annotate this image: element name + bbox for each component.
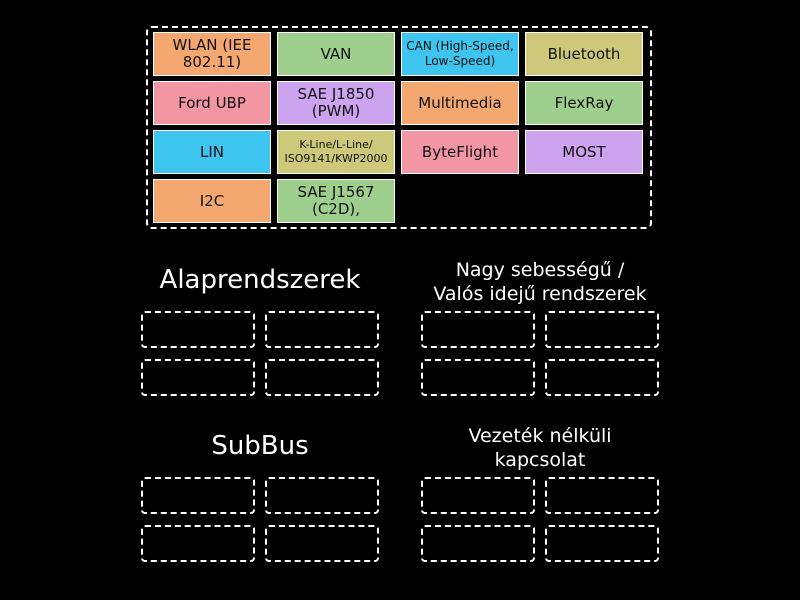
drop-slot-nagy-sebessegu-4[interactable] <box>545 359 659 396</box>
drop-slot-nagy-sebessegu-3[interactable] <box>421 359 535 396</box>
tile-byteflight[interactable]: ByteFlight <box>401 130 519 174</box>
drop-slot-vezetek-nelkuli-3[interactable] <box>421 525 535 562</box>
answer-pool <box>146 26 652 229</box>
tile-ford-ubp[interactable]: Ford UBP <box>153 81 271 125</box>
tile-k-line[interactable]: K-Line/L-Line/ ISO9141/KWP2000 <box>277 130 395 174</box>
tile-multimedia[interactable]: Multimedia <box>401 81 519 125</box>
drop-slot-subbus-4[interactable] <box>265 525 379 562</box>
drop-slot-vezetek-nelkuli-2[interactable] <box>545 477 659 514</box>
tile-bluetooth[interactable]: Bluetooth <box>525 32 643 76</box>
drop-slot-subbus-1[interactable] <box>141 477 255 514</box>
drop-slot-alaprendszerek-2[interactable] <box>265 311 379 348</box>
drop-slot-subbus-3[interactable] <box>141 525 255 562</box>
drop-slot-alaprendszerek-1[interactable] <box>141 311 255 348</box>
tile-van[interactable]: VAN <box>277 32 395 76</box>
drop-slot-nagy-sebessegu-1[interactable] <box>421 311 535 348</box>
group-title-subbus: SubBus <box>211 431 309 461</box>
tile-sae-j1567[interactable]: SAE J1567 (C2D), <box>277 179 395 223</box>
tile-wlan[interactable]: WLAN (IEE 802.11) <box>153 32 271 76</box>
drop-slot-alaprendszerek-3[interactable] <box>141 359 255 396</box>
drop-slot-nagy-sebessegu-2[interactable] <box>545 311 659 348</box>
group-title-alaprendszerek: Alaprendszerek <box>159 265 361 295</box>
drop-slot-subbus-2[interactable] <box>265 477 379 514</box>
tile-most[interactable]: MOST <box>525 130 643 174</box>
tile-flexray[interactable]: FlexRay <box>525 81 643 125</box>
tile-sae-j1850[interactable]: SAE J1850 (PWM) <box>277 81 395 125</box>
tile-lin[interactable]: LIN <box>153 130 271 174</box>
drop-slot-vezetek-nelkuli-1[interactable] <box>421 477 535 514</box>
group-title-nagy-sebessegu: Nagy sebességű / Valós idejű rendszerek <box>433 259 647 305</box>
drop-slot-alaprendszerek-4[interactable] <box>265 359 379 396</box>
drop-slot-vezetek-nelkuli-4[interactable] <box>545 525 659 562</box>
tile-i2c[interactable]: I2C <box>153 179 271 223</box>
group-title-vezetek-nelkuli: Vezeték nélküli kapcsolat <box>468 425 612 471</box>
tile-can[interactable]: CAN (High-Speed, Low-Speed) <box>401 32 519 76</box>
